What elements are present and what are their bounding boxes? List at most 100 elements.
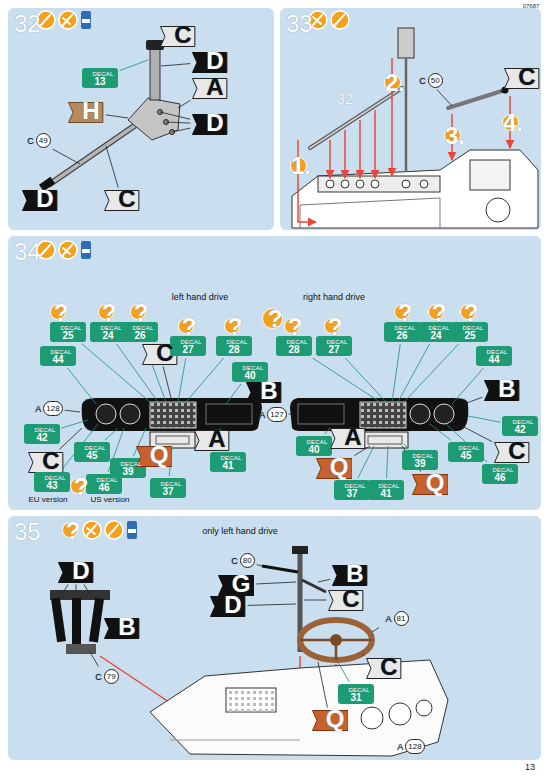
flag-shape — [218, 575, 254, 595]
leader-line — [105, 428, 118, 440]
part-callout: A81 — [379, 611, 408, 626]
part-letter: A — [397, 742, 403, 752]
engine-block — [341, 180, 349, 188]
paint-code: C — [42, 455, 59, 467]
decal-badge: DECAL13 — [82, 68, 117, 88]
option-mark: ? — [54, 299, 69, 327]
paint-bottle — [81, 241, 91, 259]
tool-brush — [63, 15, 72, 25]
leader-line — [53, 149, 80, 164]
dash-base — [150, 660, 448, 756]
order-marker: 3. — [444, 127, 461, 144]
part-code: 07687 — [523, 3, 540, 10]
panel-ground — [8, 8, 541, 760]
steering-wheel — [330, 634, 342, 646]
dashboard-right — [360, 402, 406, 428]
paint-flag: D — [192, 114, 227, 135]
step-panel: 1.2.C50C3.4.33 — [280, 8, 541, 230]
option-mark: ? — [288, 313, 303, 341]
dashboard-right — [290, 398, 468, 431]
part-callout: C79 — [89, 669, 119, 684]
tool-icon — [83, 521, 101, 539]
paint-flag: Q — [412, 474, 449, 495]
part-letter: C — [231, 556, 238, 566]
dash-base — [150, 660, 448, 756]
variant-heading: only left hand drive — [202, 527, 278, 537]
part-callout: C50 — [413, 73, 443, 88]
flag-shape — [485, 380, 519, 400]
leader-line — [464, 397, 482, 404]
steering-column — [292, 546, 308, 554]
option-marker: ? — [98, 304, 114, 320]
decal-number: 39 — [406, 459, 433, 469]
paint-bottle — [81, 11, 91, 29]
decal-number: 45 — [78, 451, 105, 461]
linkage-parts — [405, 58, 408, 172]
decal-badge: DECAL43 — [34, 472, 69, 492]
paint-code: Q — [426, 477, 445, 489]
dashboard-left — [156, 436, 189, 444]
dashboard-right — [368, 436, 402, 444]
steering-column — [262, 546, 326, 652]
leader-line — [452, 368, 483, 404]
flag-shape — [69, 102, 103, 122]
leader-line — [226, 384, 241, 404]
option-mark: ? — [134, 299, 149, 327]
decal-badge: DECAL41 — [368, 480, 403, 500]
decal-number: 24 — [422, 331, 449, 341]
leader-line — [62, 585, 68, 595]
part-letter: A — [35, 404, 41, 414]
engine-block — [470, 160, 510, 190]
leader-line — [398, 344, 429, 402]
step-number: 32 — [14, 10, 41, 38]
flag-shape — [193, 114, 227, 134]
decal-badge: DECAL28 — [276, 336, 311, 356]
part-number: 128 — [405, 739, 424, 754]
option-mark: ? — [74, 473, 89, 501]
decal-number: 46 — [486, 473, 513, 483]
paint-flag: D — [192, 52, 227, 73]
engine-block — [356, 180, 364, 188]
decal-number: 43 — [38, 481, 65, 491]
linkage-parts — [448, 90, 505, 108]
decal-badge: DECAL25 — [452, 322, 487, 342]
steering-wheel — [300, 620, 372, 660]
dashboard-left — [96, 404, 116, 424]
leader-line — [160, 112, 190, 119]
paint-code: D — [72, 565, 89, 577]
decal-number: 28 — [220, 345, 247, 355]
option-mark: ? — [328, 313, 343, 341]
paint-code: G — [232, 578, 251, 590]
assembly-arrow — [359, 120, 361, 178]
decal-badge: DECAL31 — [338, 684, 373, 704]
decal-number: 37 — [154, 487, 181, 497]
order-number: 1. — [291, 152, 311, 180]
decal-badge: DECAL28 — [216, 336, 251, 356]
leader-line — [163, 367, 172, 403]
part-number: 81 — [394, 611, 409, 626]
step-panel: ?DC80GDBCA81BC79CDECAL31QA12835 — [8, 516, 541, 760]
option-marker: ? — [70, 478, 86, 494]
leader-line — [430, 424, 451, 440]
leader-line — [65, 410, 80, 412]
leader-line — [82, 344, 150, 402]
option-marker: ? — [130, 304, 146, 320]
leader-line — [462, 426, 492, 442]
leader-line — [387, 446, 388, 478]
leader-line — [500, 91, 502, 93]
paint-flag: A — [194, 430, 229, 451]
tool-brush — [41, 245, 50, 255]
leader-line — [120, 60, 149, 71]
leader-line — [172, 128, 190, 132]
step-panel: DECAL13CDHADC49DC32 — [8, 8, 274, 230]
paint-code: B — [118, 621, 135, 633]
part-callout: C80 — [225, 553, 255, 568]
tool-brush — [41, 15, 344, 535]
paint-code: A — [206, 81, 223, 93]
decal-badge: DECAL26 — [122, 322, 157, 342]
paint-code: B — [498, 383, 515, 395]
dashboard-right — [290, 398, 468, 448]
decal-badge: DECAL42 — [24, 424, 59, 444]
part-number: 128 — [43, 401, 62, 416]
decal-number: 44 — [44, 355, 71, 365]
